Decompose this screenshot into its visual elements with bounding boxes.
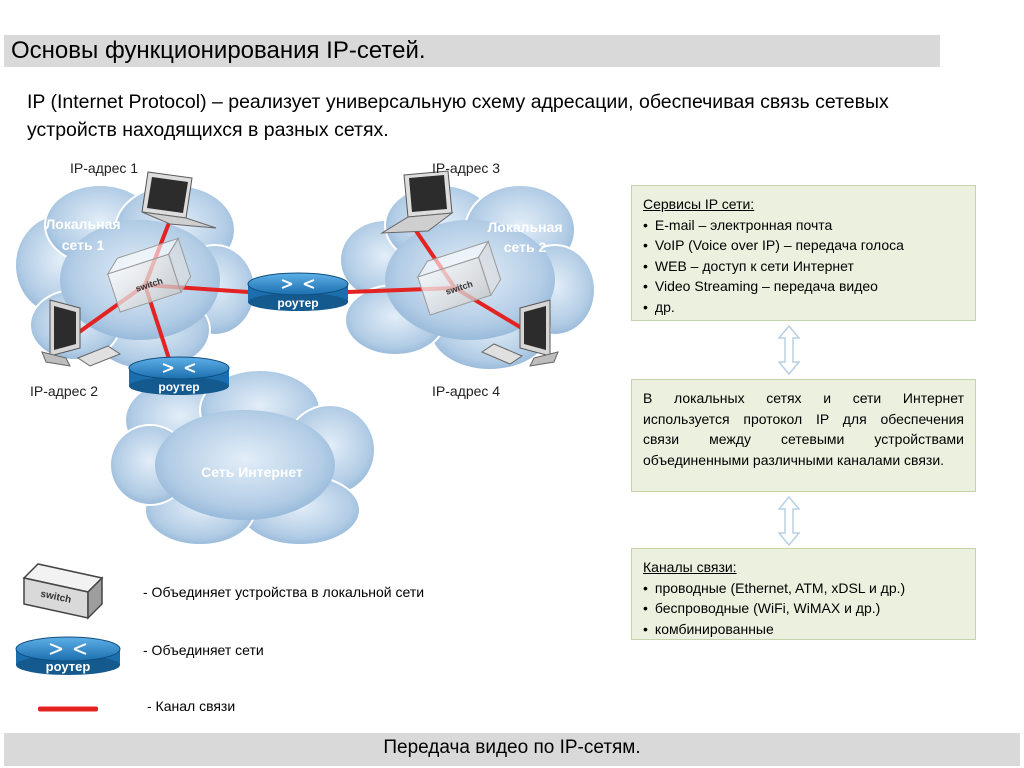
list-item: др.: [643, 297, 964, 318]
services-panel: Сервисы IP сети: E-mail – электронная по…: [631, 185, 976, 321]
router-internet: роутер: [128, 356, 230, 395]
ip-protocol-panel: В локальных сетях и сети Интернет исполь…: [631, 379, 976, 492]
slide-title: Основы функционирования IP-сетей.: [11, 37, 426, 64]
network-diagram: switch switch роутер роутер: [14, 160, 596, 546]
lan-2-label-line-1: Локальная: [487, 219, 562, 235]
ip-address-3-label: IP-адрес 3: [432, 160, 500, 176]
laptop-3-icon: [380, 170, 454, 234]
router-center-label: роутер: [277, 296, 318, 310]
lan-1-label-line-1: Локальная: [45, 216, 120, 232]
switch-2: switch: [416, 240, 502, 316]
desktop-4-icon: [480, 299, 559, 367]
router-legend-icon: роутер: [15, 636, 121, 675]
cloud-internet: [109, 369, 376, 546]
link-legend-text: - Канал связи: [147, 698, 236, 714]
list-item: VoIP (Voice over IP) – передача голоса: [643, 235, 964, 256]
services-list: E-mail – электронная почта VoIP (Voice o…: [643, 215, 964, 318]
list-item: WEB – доступ к сети Интернет: [643, 256, 964, 277]
laptop-1-icon: [141, 171, 217, 229]
intro-text: IP (Internet Protocol) – реализует униве…: [27, 91, 889, 141]
channels-panel: Каналы связи: проводные (Ethernet, ATM, …: [631, 548, 976, 640]
lan-1-label-line-2: сеть 1: [62, 237, 105, 253]
footer-bar: Передача видео по IP-сетям.: [4, 733, 1020, 766]
ip-address-4-label: IP-адрес 4: [432, 383, 500, 399]
router-internet-label: роутер: [158, 380, 199, 394]
switch-legend-icon: switch: [22, 563, 104, 620]
footer-text: Передача видео по IP-сетям.: [383, 737, 641, 758]
switch-legend-text: - Объединяет устройства в локальной сети: [143, 584, 425, 600]
switch-1: switch: [106, 237, 192, 313]
services-title: Сервисы IP сети:: [643, 196, 755, 212]
list-item: комбинированные: [643, 619, 964, 640]
channels-list: проводные (Ethernet, ATM, xDSL и др.) бе…: [643, 578, 964, 640]
ip-address-2-label: IP-адрес 2: [30, 383, 98, 399]
title-bar: Основы функционирования IP-сетей.: [4, 35, 940, 67]
router-legend-text: - Объединяет сети: [143, 642, 264, 658]
channels-title: Каналы связи:: [643, 559, 737, 575]
list-item: беспроводные (WiFi, WiMAX и др.): [643, 598, 964, 619]
ip-address-1-label: IP-адрес 1: [70, 160, 138, 176]
list-item: E-mail – электронная почта: [643, 215, 964, 236]
list-item: проводные (Ethernet, ATM, xDSL и др.): [643, 578, 964, 599]
double-arrow-icon: [778, 496, 800, 546]
router-center: роутер: [247, 272, 349, 311]
double-arrow-icon: [778, 325, 800, 375]
router-legend-label: роутер: [46, 659, 91, 674]
lan-2-label-line-2: сеть 2: [504, 239, 547, 255]
list-item: Video Streaming – передача видео: [643, 276, 964, 297]
desktop-2-icon: [41, 299, 122, 367]
internet-label: Сеть Интернет: [201, 464, 303, 480]
link-legend-line: [38, 706, 98, 712]
